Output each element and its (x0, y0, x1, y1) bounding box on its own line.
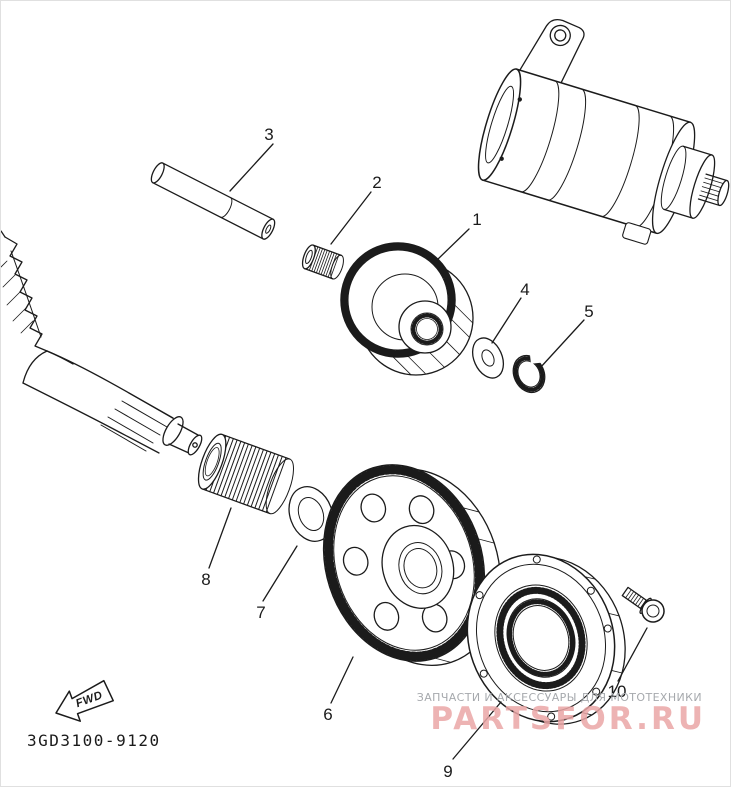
leader-line-5 (539, 319, 585, 369)
crankshaft-drawing (1, 230, 203, 456)
leader-lines (208, 143, 648, 760)
part-callout-6: 6 (323, 705, 332, 724)
part-callout-5: 5 (584, 302, 593, 321)
leader-line-7 (262, 545, 298, 602)
leader-line-9 (452, 701, 502, 760)
part-callout-1: 1 (472, 210, 481, 229)
leader-line-1 (436, 228, 470, 261)
part-callout-2: 2 (372, 173, 381, 192)
starter-motor-drawing (477, 19, 730, 245)
idler-gear-part1-drawing (340, 242, 474, 376)
leader-line-4 (491, 297, 522, 344)
leader-line-3 (229, 143, 274, 192)
bolt-part10-drawing (621, 586, 665, 623)
washer-part4-drawing (471, 337, 505, 379)
clutch-housing-part9-drawing (466, 553, 626, 725)
part-callout-4: 4 (520, 280, 529, 299)
part-callout-10: 10 (608, 682, 627, 701)
diagram-part-code: 3GD3100-9120 (27, 731, 161, 750)
fwd-arrow-icon: FWD (55, 679, 114, 722)
watermark-brand: PARTSFOR.RU (430, 701, 706, 737)
part-callout-9: 9 (443, 762, 452, 781)
leader-line-10 (617, 627, 648, 682)
needle-bearing-part8-drawing (197, 433, 294, 515)
leader-line-6 (330, 656, 354, 704)
pin-shaft-part3-drawing (150, 162, 276, 240)
part-callout-8: 8 (201, 570, 210, 589)
clutch-gear-part6-drawing (322, 464, 502, 666)
leader-line-8 (208, 507, 232, 569)
circlip-part5-drawing (512, 350, 546, 394)
watermark-tagline: ЗАПЧАСТИ И АКСЕССУАРЫ ДЛЯ МОТОТЕХНИКИ (416, 691, 702, 704)
part-callout-3: 3 (264, 125, 273, 144)
leader-line-2 (330, 191, 372, 245)
spacer-washer-part7-drawing (288, 486, 334, 542)
part-callout-7: 7 (256, 603, 265, 622)
needle-bearing-part2-drawing (301, 244, 344, 280)
callout-numbers: 1 2 3 4 5 6 7 8 9 10 (201, 125, 626, 781)
